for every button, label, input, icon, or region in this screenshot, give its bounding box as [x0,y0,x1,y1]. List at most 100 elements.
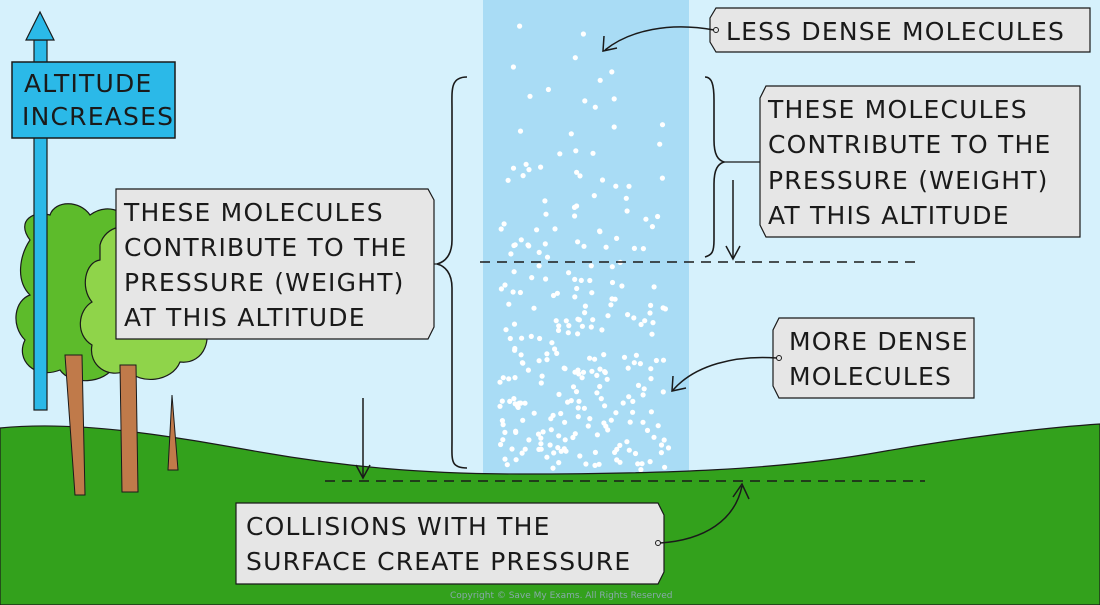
molecule-dot [500,375,506,381]
molecule-dot [613,410,619,416]
molecule-dot [537,335,543,342]
molecule-dot [544,357,550,363]
molecule-dot [511,396,517,402]
collisions-line-2: SURFACE CREATE PRESSURE [246,547,631,576]
molecule-dot [609,264,615,270]
molecule-dot [590,317,596,323]
molecule-dot [539,373,545,379]
molecule-dot [556,391,562,397]
molecule-dot [603,244,609,250]
molecule-dot [592,449,599,455]
molecule-dot [522,400,528,406]
molecule-dot [575,414,581,420]
molecule-dot [587,416,593,422]
molecule-dot [555,445,561,451]
molecule-dot [591,193,597,199]
molecule-dot [536,358,542,364]
molecule-dot [637,361,644,367]
molecule-dot [643,216,649,222]
molecule-dot [625,365,631,371]
lower-line-3: PRESSURE (WEIGHT) [124,268,405,297]
molecule-dot [504,462,510,468]
molecule-dot [520,173,526,179]
molecule-dot [556,323,562,329]
tree-trunk-right [167,394,179,471]
molecule-dot [597,366,603,372]
molecule-dot [648,376,654,382]
molecule-dot [538,164,544,170]
molecule-dot [642,318,648,324]
molecule-dot [613,183,619,189]
label-box [235,502,665,585]
molecule-dot [512,375,518,381]
molecule-dot [626,394,632,400]
molecule-dot [594,372,600,378]
molecule-dot [631,360,637,366]
molecule-dot [513,457,519,463]
molecule-dot [572,213,578,219]
molecule-dot [534,227,540,233]
molecule-dot [572,431,578,437]
molecule-dot [519,450,525,456]
molecule-dot [525,242,531,248]
molecule-dot [542,198,548,204]
molecule-dot [547,442,553,448]
less-dense-text: LESS DENSE MOLECULES [726,17,1065,46]
molecule-dot [558,448,564,454]
molecule-dot [609,69,615,75]
molecule-dot [580,31,587,37]
upper-line-1: THESE MOLECULES [767,95,1028,124]
molecule-dot [588,324,594,330]
molecule-dot [661,437,667,443]
tree-trunk-front [119,364,139,493]
molecule-dot [601,352,607,358]
label-upper-contribution: THESE MOLECULES CONTRIBUTE TO THE PRESSU… [759,85,1081,238]
molecule-dot [620,400,626,406]
molecule-dot [611,124,617,130]
molecule-dot [655,423,661,429]
molecule-dot [658,450,665,456]
molecule-dot [522,446,528,452]
molecule-dot [565,399,571,405]
collisions-line-1: COLLISIONS WITH THE [246,512,551,541]
more-dense-line-1: MORE DENSE [789,327,969,356]
molecule-dot [512,345,518,352]
molecule-dot [573,148,579,154]
molecule-dot [657,141,663,147]
molecule-dot [572,55,578,61]
molecule-dot [501,221,507,227]
upper-line-4: AT THIS ALTITUDE [768,201,1010,230]
molecule-dot [557,151,563,157]
molecule-dot [535,431,542,437]
molecule-dot [659,175,666,181]
molecule-dot [588,263,594,269]
molecule-dot [531,410,537,416]
lower-line-1: THESE MOLECULES [123,198,384,227]
molecule-dot [578,277,584,283]
molecule-dot [614,235,620,241]
molecule-dot [580,369,587,375]
molecule-dot [612,296,618,302]
molecule-dot [631,315,637,321]
molecule-dot [608,417,614,423]
lower-line-2: CONTRIBUTE TO THE [124,233,407,262]
label-less-dense: LESS DENSE MOLECULES [602,7,1091,53]
molecule-dot [538,446,544,452]
molecule-dot [499,398,505,404]
molecule-dot [648,366,654,372]
molecule-dot [649,331,655,337]
molecule-dot [597,77,603,83]
molecule-dot [660,389,666,395]
molecule-dot [565,330,571,336]
molecule-dot [660,357,667,363]
molecule-dot [592,356,598,362]
molecule-dot [609,279,616,286]
molecule-dot [650,320,656,326]
molecule-dot [562,437,568,443]
molecule-dot [517,289,524,296]
pointer-arrowhead-icon [732,482,750,500]
molecule-dot [640,419,646,425]
molecule-dot [582,98,588,104]
molecule-dot [605,427,611,433]
molecule-dot [502,282,508,288]
